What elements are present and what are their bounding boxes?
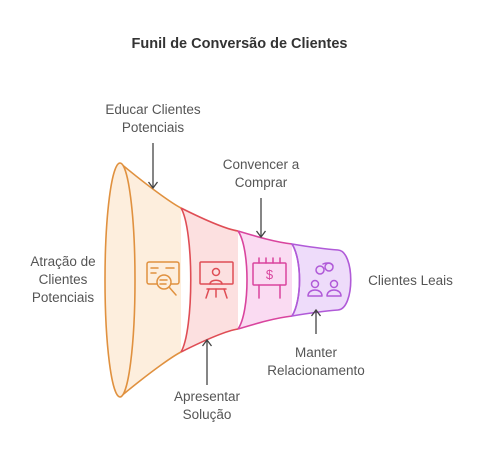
label-convencer: Convencer a Comprar: [205, 156, 317, 192]
svg-text:$: $: [266, 267, 274, 282]
arrow-apresentar: [201, 338, 213, 385]
label-atracao-line-1: Atração de: [30, 254, 96, 269]
content-search-icon: [146, 261, 180, 296]
label-educar: Educar Clientes Potenciais: [88, 101, 218, 137]
label-clientes-leais-line-1: Clientes Leais: [368, 273, 453, 288]
funnel-stage-clientes-leais: [290, 242, 352, 318]
diagram-title: Funil de Conversão de Clientes: [131, 36, 348, 52]
arrow-manter: [310, 308, 322, 334]
label-educar-line-1: Educar Clientes: [105, 102, 201, 117]
funnel-stage-convencer: [237, 230, 293, 330]
label-atracao-line-3: Potenciais: [31, 290, 95, 305]
label-manter-line-2: Relacionamento: [267, 363, 365, 378]
label-apresentar-line-1: Apresentar: [173, 389, 241, 404]
arrow-convencer: [255, 198, 267, 239]
funnel-mouth: [104, 162, 136, 398]
label-apresentar-line-2: Solução: [182, 407, 232, 422]
label-convencer-line-2: Comprar: [234, 175, 288, 190]
price-billboard-icon: $: [252, 257, 287, 299]
relationship-people-icon: [307, 262, 342, 297]
label-manter-line-1: Manter: [294, 345, 338, 360]
label-educar-line-2: Potenciais: [121, 120, 185, 135]
label-clientes-leais: Clientes Leais: [358, 272, 463, 290]
label-atracao-line-2: Clientes: [38, 272, 88, 287]
label-atracao: Atração de Clientes Potenciais: [18, 253, 108, 307]
label-manter: Manter Relacionamento: [252, 344, 380, 380]
funnel-stage-atracao: [104, 162, 182, 398]
label-apresentar: Apresentar Solução: [157, 388, 257, 424]
label-convencer-line-1: Convencer a: [222, 157, 300, 172]
presentation-icon: [199, 261, 234, 299]
arrow-educar: [147, 143, 159, 190]
funnel-stage-apresentar: [180, 207, 239, 353]
